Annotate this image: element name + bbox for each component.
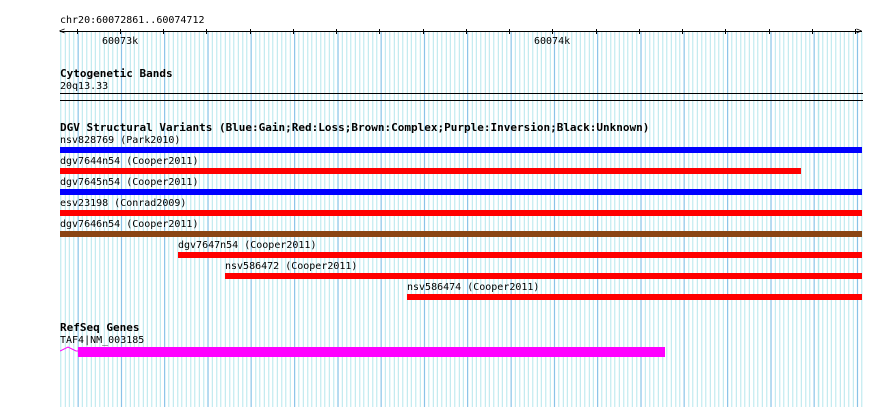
track-title-cytoband: Cytogenetic Bands xyxy=(60,67,173,80)
feature-label: dgv7647n54 (Cooper2011) xyxy=(178,240,317,251)
feature-label: dgv7644n54 (Cooper2011) xyxy=(60,156,199,167)
right-arrow-icon[interactable]: > xyxy=(856,26,863,37)
left-arrow-icon[interactable]: < xyxy=(59,26,66,37)
variant-bar[interactable] xyxy=(60,147,862,153)
variant-bar[interactable] xyxy=(60,168,801,174)
grid-lines xyxy=(60,32,863,407)
variant-bar[interactable] xyxy=(225,273,862,279)
feature-label: nsv586472 (Cooper2011) xyxy=(225,261,358,272)
ruler-range: chr20:60072861..60074712 xyxy=(60,15,205,26)
feature-label: dgv7646n54 (Cooper2011) xyxy=(60,219,199,230)
feature-label: dgv7645n54 (Cooper2011) xyxy=(60,177,199,188)
ruler-axis[interactable] xyxy=(60,31,862,32)
variant-bar[interactable] xyxy=(60,210,862,216)
track-title-refseq: RefSeq Genes xyxy=(60,321,140,334)
cytoband-line[interactable] xyxy=(60,100,863,101)
feature-label: nsv586474 (Cooper2011) xyxy=(407,282,540,293)
cytoband-line[interactable] xyxy=(60,93,863,94)
variant-bar[interactable] xyxy=(60,189,862,195)
gene-label: TAF4|NM_003185 xyxy=(60,335,145,346)
intron-line xyxy=(60,346,78,352)
variant-bar[interactable] xyxy=(178,252,862,258)
track-title-dgv: DGV Structural Variants (Blue:Gain;Red:L… xyxy=(60,121,650,134)
variant-bar[interactable] xyxy=(60,231,862,237)
feature-label: nsv828769 (Park2010) xyxy=(60,135,181,146)
feature-label: esv23198 (Conrad2009) xyxy=(60,198,187,209)
variant-bar[interactable] xyxy=(407,294,862,300)
tick-label: 60073k xyxy=(102,36,139,47)
tick-label: 60074k xyxy=(534,36,571,47)
gene-exon-bar[interactable] xyxy=(78,347,665,357)
cytoband-label: 20q13.33 xyxy=(60,81,109,92)
